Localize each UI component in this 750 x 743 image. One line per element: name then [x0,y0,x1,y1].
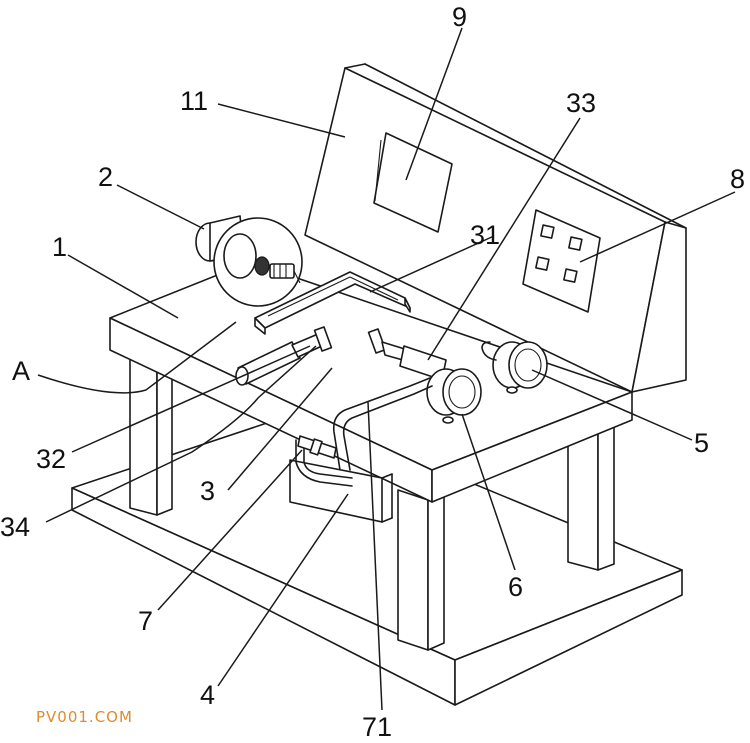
pipe-7 [295,435,353,487]
water-tank-4 [289,459,393,523]
label-a: A [12,356,30,386]
label-71: 71 [362,712,392,742]
label-2: 2 [98,162,113,192]
display-screen [373,132,453,233]
detail-circle-a [213,217,303,307]
base-plate [71,411,683,706]
label-3: 3 [200,476,215,506]
pump-5 [481,341,548,394]
label-6: 6 [508,572,523,602]
label-32: 32 [36,444,66,474]
table-legs [129,354,615,651]
label-11: 11 [180,86,208,116]
pump-6 [426,368,482,424]
label-8: 8 [730,164,745,194]
pipe-71 [332,377,433,471]
watermark: PV001.COM [36,708,133,726]
label-4: 4 [200,680,215,710]
guide-rail [254,271,411,335]
label-9: 9 [452,2,467,32]
leader-lines [37,27,736,711]
label-1: 1 [52,232,67,262]
label-31: 31 [470,220,500,250]
label-7: 7 [138,606,153,636]
clamp-cylinder-left [235,326,333,386]
control-panel [522,209,601,313]
label-33: 33 [566,88,596,118]
label-5: 5 [694,428,709,458]
label-34: 34 [0,512,30,542]
